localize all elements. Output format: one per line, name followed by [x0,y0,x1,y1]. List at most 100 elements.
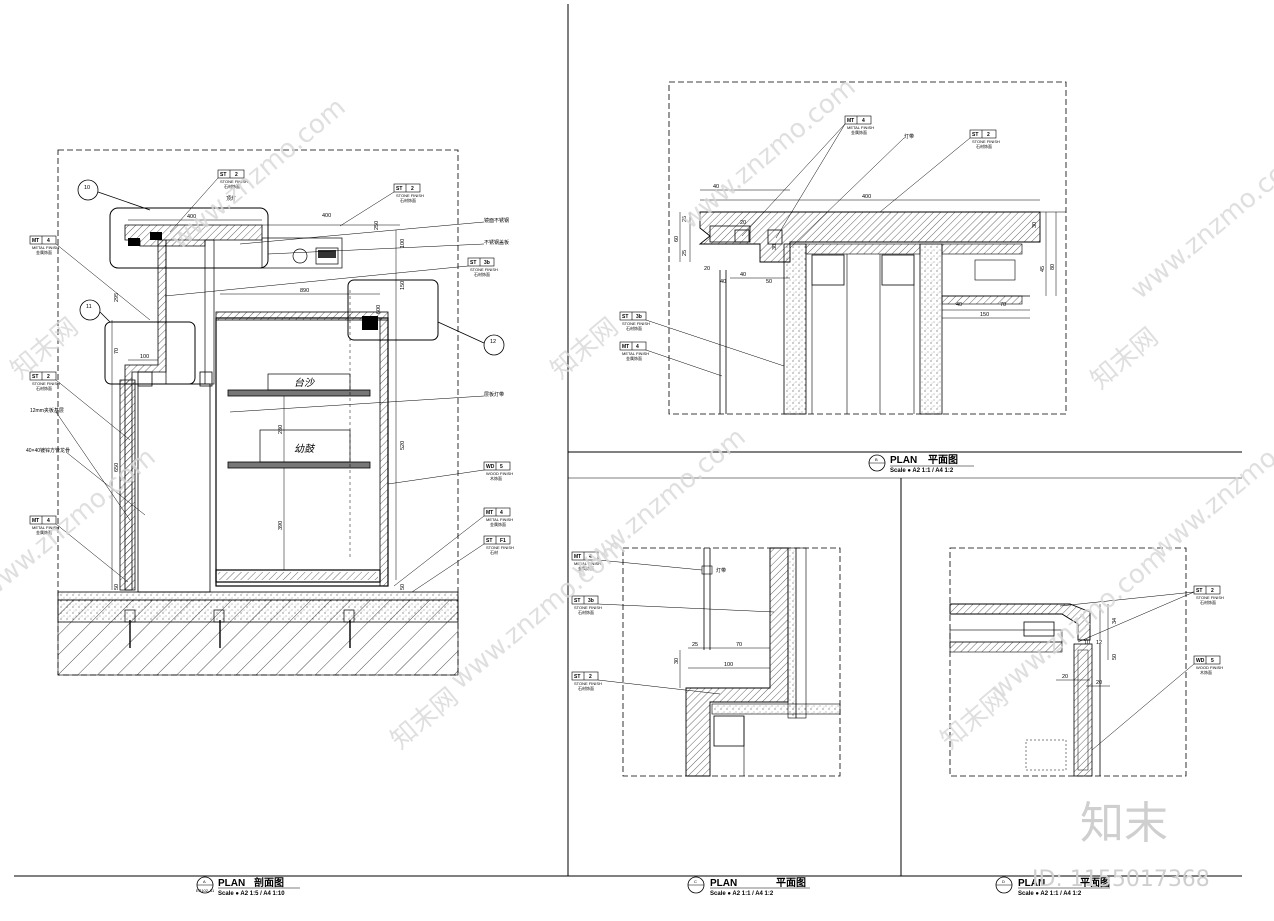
svg-text:A: A [203,879,206,884]
svg-text:20: 20 [704,266,710,272]
detail-left-tag-2: ST 3b STONE FINISH 石材饰面 [571,595,775,615]
note-plywood: 12mm夹板基层 [30,407,64,414]
svg-text:2: 2 [235,172,238,178]
detail-top-tag-3: ST 3b STONE FINISH 石材饰面 [619,311,785,367]
svg-text:Scale ● A2 1:1 / A4 1:2: Scale ● A2 1:1 / A4 1:2 [710,891,774,897]
detail-top: 40 400 20 40 30 40 50 40 70 150 25 25 60… [619,81,1067,415]
svg-text:400: 400 [187,214,196,220]
svg-text:10: 10 [1084,640,1090,646]
dimension-lines [111,219,400,590]
title-block-detail-top: B PLAN 平面图 Scale ● A2 1:1 / A4 1:2 [868,454,974,474]
svg-text:400: 400 [322,213,331,219]
svg-text:知末网: 知末网 [545,312,624,385]
svg-text:3b: 3b [636,314,642,320]
title-block-detail-left: C PLAN 平面图 Scale ● A2 1:1 / A4 1:2 [687,876,810,897]
svg-text:石材饰面: 石材饰面 [578,685,594,691]
svg-text:520: 520 [400,441,406,450]
svg-text:150: 150 [980,312,989,318]
svg-text:20: 20 [1096,680,1102,686]
svg-text:METAL FINISH: METAL FINISH [32,245,59,250]
svg-text:F1: F1 [500,538,506,544]
svg-text:WOOD FINISH: WOOD FINISH [1196,665,1223,670]
svg-text:890: 890 [300,288,309,294]
svg-text:40: 40 [713,184,719,190]
svg-text:金属饰面: 金属饰面 [851,129,867,135]
svg-text:石材饰面: 石材饰面 [1200,599,1216,605]
detail-left-note: 灯带 [716,567,726,574]
detail-bubble-left [104,321,196,385]
svg-text:www.znzmo.com: www.znzmo.com [565,422,751,585]
svg-text:WD: WD [486,464,495,470]
top-shelf-label: 台沙 [294,377,315,389]
svg-text:METAL FINISH: METAL FINISH [622,351,649,356]
svg-text:2: 2 [47,374,50,380]
section-drawing: 台沙 幼鼓 10 11 12 [26,149,514,676]
svg-text:11: 11 [86,304,92,310]
svg-text:PLAN: PLAN [218,878,245,889]
detail-right: 34 10 12 20 20 50 ST 2 STONE FINISH 石材饰面… [949,547,1224,777]
svg-text:70: 70 [736,642,742,648]
svg-text:ST: ST [486,538,492,544]
svg-text:B: B [875,457,878,462]
svg-text:石材: 石材 [490,549,498,555]
svg-text:剖面图: 剖面图 [254,876,284,889]
section-tag-3: MT 4 METAL FINISH 金属饰面 [29,235,151,321]
svg-text:390: 390 [278,521,284,530]
note-steel-cover: 不锈钢盖板 [484,239,509,246]
detail-top-note: 灯带 [904,133,914,140]
znzmo-id: ID: 1155017368 [1032,867,1210,892]
svg-text:STONE FINISH: STONE FINISH [574,681,602,686]
svg-text:5: 5 [500,464,503,470]
svg-text:STONE FINISH: STONE FINISH [486,545,514,550]
svg-text:4: 4 [636,344,639,350]
svg-text:知末网: 知末网 [385,682,464,755]
svg-text:4: 4 [862,118,865,124]
svg-text:650: 650 [114,463,120,472]
floor-screed [57,591,459,623]
svg-text:250: 250 [374,221,380,230]
detail-left: 25 70 100 30 灯带 MT 4 METAL FINISH 金属饰面 S… [571,547,841,777]
svg-text:12: 12 [1096,640,1102,646]
svg-text:金属饰面: 金属饰面 [36,249,52,255]
svg-text:50: 50 [766,279,772,285]
svg-text:石材饰面: 石材饰面 [976,143,992,149]
svg-text:METAL FINISH: METAL FINISH [486,517,513,522]
shelf-top [227,389,371,397]
svg-text:30: 30 [674,658,680,664]
svg-text:平面图: 平面图 [928,454,958,466]
svg-text:www.znzmo.com: www.znzmo.com [1125,142,1274,305]
svg-text:石材饰面: 石材饰面 [474,271,490,277]
svg-text:STONE FINISH: STONE FINISH [574,605,602,610]
svg-text:平面图: 平面图 [1080,877,1110,889]
mid-shelf-label: 幼鼓 [294,443,316,455]
svg-text:30: 30 [1032,222,1038,228]
svg-text:木饰面: 木饰面 [1200,669,1212,675]
svg-text:40: 40 [720,279,726,285]
svg-text:MT: MT [847,118,854,124]
svg-text:PLAN: PLAN [890,455,917,466]
svg-text:50: 50 [1112,654,1118,660]
svg-text:木饰面: 木饰面 [490,475,502,481]
svg-text:石材饰面: 石材饰面 [626,325,642,331]
svg-text:MT: MT [32,238,39,244]
svg-text:STONE FINISH: STONE FINISH [1196,595,1224,600]
section-tag-6: MT 4 METAL FINISH 金属饰面 [29,515,129,583]
znzmo-logo: 知末 [1080,798,1168,849]
svg-text:STONE FINISH: STONE FINISH [470,267,498,272]
svg-text:ST: ST [396,186,402,192]
callout-right [437,321,505,356]
detail-right-tag-2: WD 5 WOOD FINISH 木饰面 [1091,655,1223,751]
svg-text:METAL FINISH: METAL FINISH [32,525,59,530]
section-tag-7: WD 5 WOOD FINISH 木饰面 [387,461,513,485]
svg-text:ST: ST [622,314,628,320]
section-tag-2: ST 2 STONE FINISH 石材饰面 [339,183,424,227]
svg-text:30: 30 [772,244,778,250]
shelf-mid [227,461,371,469]
section-tag-4: ST 3b STONE FINISH 石材饰面 [164,257,498,297]
svg-text:EP102-A1: EP102-A1 [196,888,215,893]
svg-text:5: 5 [1211,658,1214,664]
svg-text:25: 25 [692,642,698,648]
svg-text:150: 150 [400,281,406,290]
svg-text:平面图: 平面图 [776,877,806,889]
svg-text:金属饰面: 金属饰面 [36,529,52,535]
